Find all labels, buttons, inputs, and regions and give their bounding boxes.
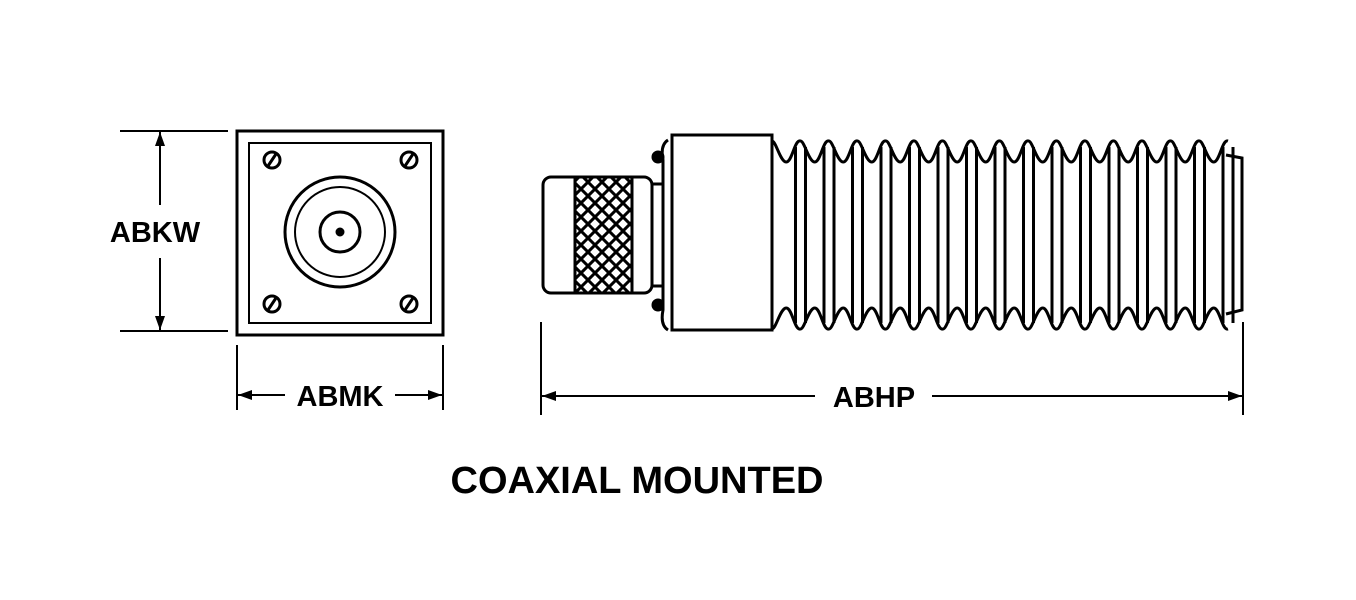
connector-body: [670, 133, 774, 332]
mount-screw-head: [651, 298, 665, 312]
side-view: [541, 133, 1244, 332]
screw-icon: [262, 150, 282, 170]
dimension-abkw: [120, 130, 228, 332]
screw-icon: [262, 294, 282, 314]
screw-icon: [399, 150, 419, 170]
flange-edge: [660, 138, 669, 332]
connector-inner-ring: [294, 186, 386, 278]
bellows-outline: [771, 139, 1229, 331]
dimension-abmk: [236, 345, 444, 410]
flange-outer: [235, 129, 445, 337]
connector-outer-ring: [283, 175, 397, 289]
dimension-abhp: [540, 322, 1244, 415]
flange-inner: [248, 142, 432, 324]
end-cap: [1225, 153, 1244, 316]
label-abhp: ABHP: [833, 382, 915, 414]
mount-screw-head: [651, 150, 665, 164]
knurled-grip: [573, 175, 634, 295]
bellows-fins: [794, 147, 1235, 323]
label-abmk: ABMK: [297, 381, 384, 413]
label-abkw: ABKW: [110, 217, 201, 249]
connector-center-ring: [318, 210, 362, 254]
front-view: [235, 129, 445, 337]
center-pin: [335, 227, 345, 237]
drawing-title: COAXIAL MOUNTED: [451, 460, 824, 502]
screw-icon: [399, 294, 419, 314]
